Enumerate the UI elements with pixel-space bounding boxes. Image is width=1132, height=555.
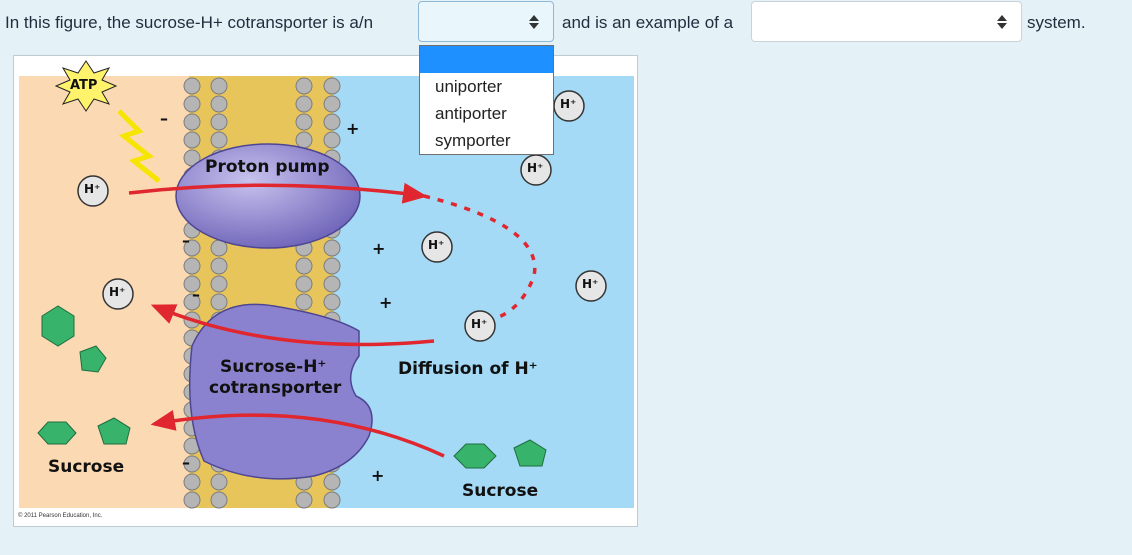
question-text-middle: and is an example of a <box>562 13 734 32</box>
minus-sign-4: – <box>182 453 190 472</box>
question-text-after: system. <box>1027 13 1086 32</box>
proton-pump-protein <box>175 143 361 249</box>
transporter-type-select[interactable] <box>418 1 554 42</box>
cotransporter-label-line2: cotransporter <box>209 378 342 398</box>
pump-arrow <box>128 182 428 204</box>
question-row: In this figure, the sucrose-H+ cotranspo… <box>0 0 1132 46</box>
sucrose-molecule-left <box>41 305 107 373</box>
plus-sign-3: + <box>379 293 392 312</box>
plus-sign-2: + <box>372 239 385 258</box>
energy-bolt-icon <box>117 109 161 183</box>
sucrose-arrow <box>150 410 445 458</box>
membrane-diagram: – – – – + + + + <box>19 60 634 509</box>
proton-label-2: H⁺ <box>109 285 126 299</box>
proton-label-7: H⁺ <box>582 277 599 291</box>
minus-sign-3: – <box>192 285 200 304</box>
cotransporter-label-line1: Sucrose-H⁺ <box>220 357 327 377</box>
sucrose-molecule-left-2 <box>37 417 131 445</box>
proton-label-5: H⁺ <box>527 161 544 175</box>
proton-pump-label: Proton pump <box>205 157 330 177</box>
proton-label-4: H⁺ <box>471 317 488 331</box>
dropdown-option-symporter[interactable]: symporter <box>435 131 511 150</box>
atp-burst-icon <box>54 60 118 112</box>
diffusion-label: Diffusion of H⁺ <box>398 359 538 379</box>
cotransporter-protein <box>188 303 373 480</box>
sucrose-molecule-right <box>453 439 547 469</box>
proton-circles <box>77 90 607 342</box>
proton-label-6: H⁺ <box>560 97 577 111</box>
proton-return-arrow <box>150 304 435 347</box>
dropdown-option-blank[interactable] <box>420 46 553 73</box>
plus-sign-4: + <box>371 466 384 485</box>
proton-label-3: H⁺ <box>428 238 445 252</box>
dropdown-option-uniporter[interactable]: uniporter <box>435 77 503 96</box>
sucrose-label-right: Sucrose <box>462 481 539 501</box>
minus-sign-2: – <box>182 231 190 250</box>
diffusion-dashed-arrow <box>423 194 537 323</box>
proton-label-1: H⁺ <box>84 182 101 196</box>
chevron-updown-icon <box>997 14 1007 30</box>
copyright-note: © 2011 Pearson Education, Inc. <box>18 513 103 519</box>
plus-sign-1: + <box>346 119 359 138</box>
question-text-before: In this figure, the sucrose-H+ cotranspo… <box>5 13 374 32</box>
chevron-updown-icon <box>529 14 539 30</box>
transporter-type-dropdown: uniporter antiporter symporter <box>419 45 554 155</box>
minus-sign-1: – <box>160 109 168 128</box>
system-type-select[interactable] <box>751 1 1022 42</box>
sucrose-label-left: Sucrose <box>48 457 125 477</box>
dropdown-option-antiporter[interactable]: antiporter <box>435 104 507 123</box>
atp-label: ATP <box>70 78 98 93</box>
